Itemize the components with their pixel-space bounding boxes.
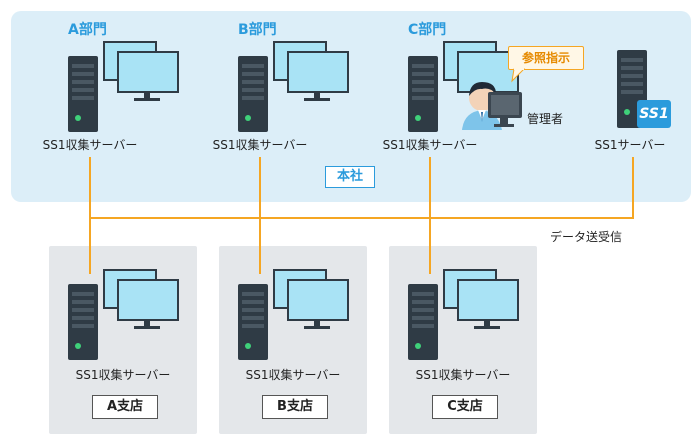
server-workstation-icon-branch-b <box>238 269 349 360</box>
branch-c-label: C支店 <box>432 395 498 419</box>
department-b-label: B部門 <box>238 22 277 38</box>
data-transfer-label: データ送受信 <box>550 230 623 244</box>
branch-a-server-label: SS1収集サーバー <box>75 368 171 382</box>
ss1-logo-icon: SS1 <box>637 100 671 128</box>
server-workstation-icon-dept-b <box>238 41 349 132</box>
dept-c-server-label: SS1収集サーバー <box>382 138 478 152</box>
server-workstation-icon-branch-a <box>68 269 179 360</box>
department-a-label: A部門 <box>68 22 107 38</box>
branch-b-server-label: SS1収集サーバー <box>245 368 341 382</box>
callout-pointer <box>511 68 526 83</box>
department-c-label: C部門 <box>408 22 447 38</box>
connection-line-main-server <box>632 157 634 219</box>
server-workstation-icon-dept-a <box>68 41 179 132</box>
connection-line-dept-b <box>259 157 261 274</box>
headquarters-label: 本社 <box>325 166 375 188</box>
connection-line-dept-a <box>89 157 91 274</box>
branch-a-label: A支店 <box>92 395 158 419</box>
reference-instruction-callout: 参照指示 <box>508 46 584 70</box>
ss1-server-label: SS1サーバー <box>594 138 666 152</box>
connection-line-bus <box>89 217 634 219</box>
dept-b-server-label: SS1収集サーバー <box>212 138 308 152</box>
administrator-label: 管理者 <box>527 112 564 126</box>
branch-b-label: B支店 <box>262 395 328 419</box>
dept-a-server-label: SS1収集サーバー <box>42 138 138 152</box>
administrator-icon <box>462 82 522 130</box>
branch-c-server-label: SS1収集サーバー <box>415 368 511 382</box>
connection-line-dept-c <box>429 157 431 274</box>
server-workstation-icon-branch-c <box>408 269 519 360</box>
